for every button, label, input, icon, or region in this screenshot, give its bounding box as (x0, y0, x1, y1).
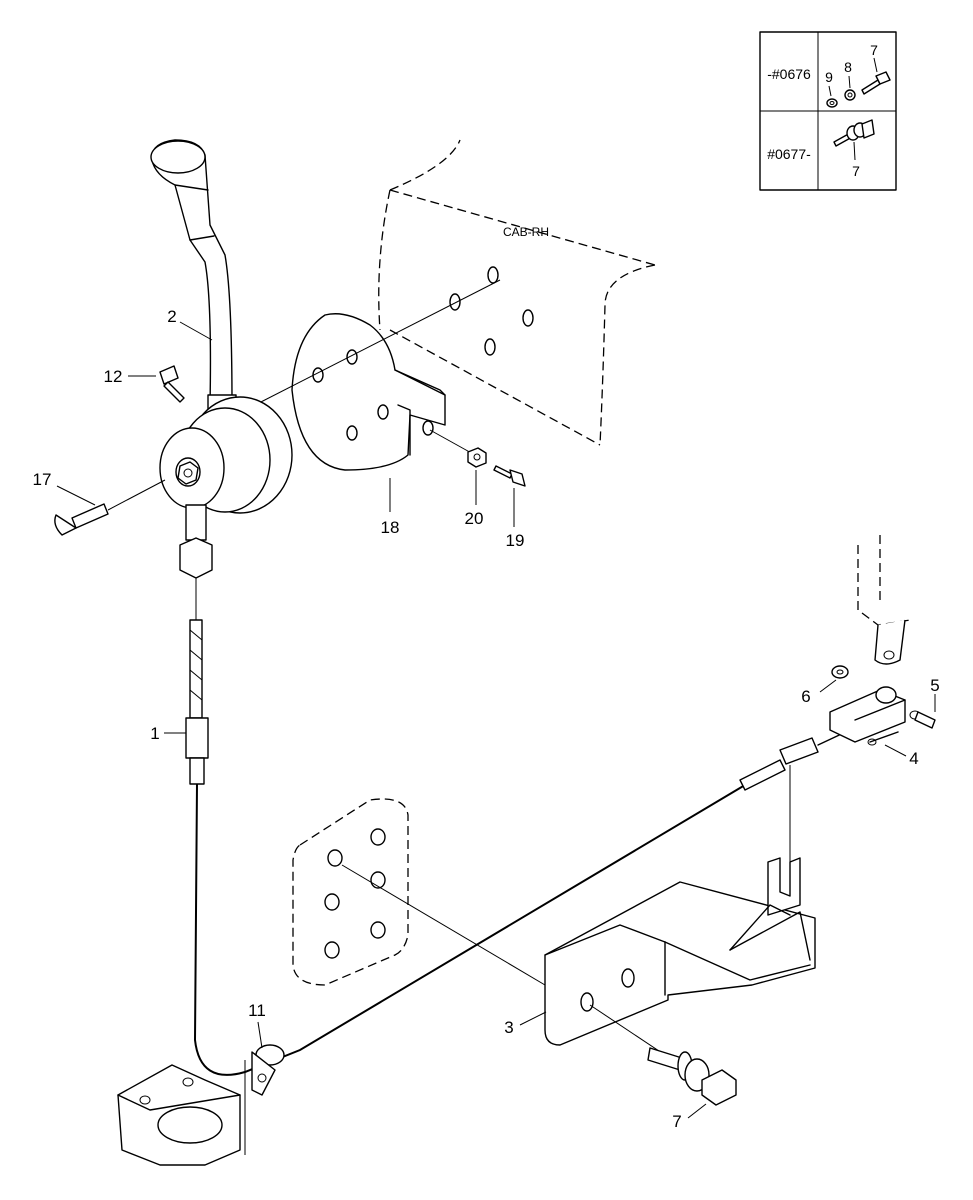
callout-2: 2 (167, 307, 176, 326)
callout-7: 7 (672, 1112, 681, 1131)
pedal-arm (857, 535, 911, 665)
mounting-plate (291, 313, 446, 471)
screw-19 (493, 465, 526, 487)
callout-5: 5 (930, 676, 939, 695)
callout-20: 20 (465, 509, 484, 528)
cab-rh-label: CAB-RH (503, 225, 549, 239)
bolt-7 (647, 1047, 737, 1106)
callouts: 2 12 17 18 20 19 1 6 5 4 11 3 7 (33, 307, 940, 1131)
serial-inset-table: -#0676 #0677- 9 8 7 7 (759, 31, 897, 191)
leader-lines (56, 321, 936, 1119)
callout-12: 12 (104, 367, 123, 386)
callout-18: 18 (381, 518, 400, 537)
callout-17: 17 (33, 470, 52, 489)
inset-row1-parts: 9 8 7 (825, 42, 891, 108)
inset-label-7b: 7 (852, 163, 860, 179)
callout-1: 1 (150, 724, 159, 743)
callout-3: 3 (504, 1018, 513, 1037)
callout-19: 19 (506, 531, 525, 550)
callout-11: 11 (248, 1001, 266, 1020)
lower-bracket (117, 1060, 246, 1166)
flat-screw-17 (54, 479, 166, 536)
inset-serial-2: #0677- (767, 146, 811, 162)
cotter-pin-4 (867, 731, 899, 746)
cable-end-1 (185, 717, 209, 785)
clevis (829, 686, 936, 743)
washer-6 (831, 665, 849, 679)
inset-serial-1: -#0676 (767, 66, 811, 82)
callout-6: 6 (801, 687, 810, 706)
nut-20 (467, 447, 487, 468)
inset-label-7a: 7 (870, 42, 878, 58)
callout-4: 4 (909, 749, 918, 768)
inset-label-9: 9 (825, 69, 833, 85)
inset-label-8: 8 (844, 59, 852, 75)
cab-panel: CAB-RH (378, 139, 656, 446)
cable-fitting-upper (179, 504, 213, 719)
inset-row2-part: 7 (833, 119, 875, 179)
cable-clamp-11 (251, 1044, 285, 1096)
lever-housing (159, 396, 293, 514)
cap-screw-12 (159, 365, 185, 403)
cable-adjuster (739, 729, 851, 791)
backing-plate (292, 798, 409, 986)
cable-bracket-3 (544, 857, 816, 1046)
